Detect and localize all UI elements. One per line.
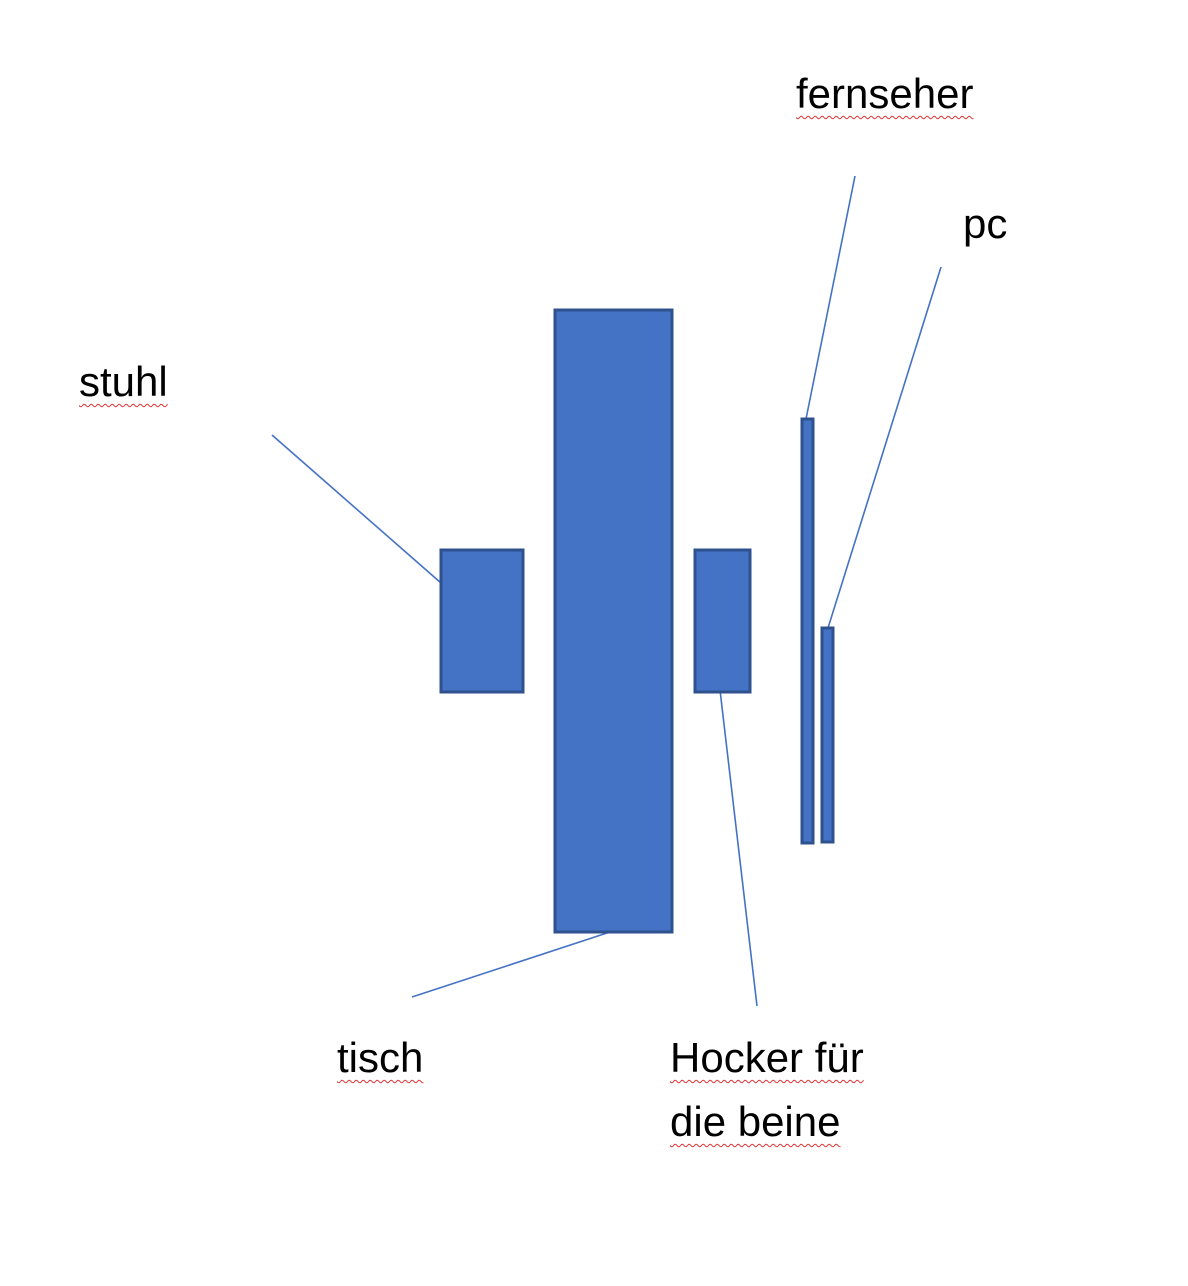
hocker-line-1: Hocker für <box>670 1026 864 1090</box>
hocker-text-1: Hocker für <box>670 1034 864 1081</box>
pc-text: pc <box>963 200 1008 247</box>
tisch-label: tisch <box>337 1026 423 1090</box>
pc-connector <box>827 266 942 629</box>
hocker-line-2: die beine <box>670 1090 864 1154</box>
hocker-label: Hocker für die beine <box>670 1026 864 1154</box>
stuhl-label: stuhl <box>79 350 168 414</box>
hocker-text-2: die beine <box>670 1098 841 1145</box>
fernseher-text: fernseher <box>796 70 974 117</box>
pc-rect <box>820 626 835 844</box>
tisch-rect <box>553 308 674 934</box>
hocker-connector <box>719 689 758 1007</box>
stuhl-connector <box>271 434 442 584</box>
fernseher-rect <box>800 417 815 845</box>
fernseher-label: fernseher <box>796 62 973 126</box>
pc-label: pc <box>963 192 1007 256</box>
fernseher-connector <box>805 175 856 420</box>
tisch-text: tisch <box>337 1034 424 1081</box>
stuhl-rect <box>439 548 525 694</box>
tisch-connector <box>411 931 611 998</box>
hocker-rect <box>693 548 752 694</box>
stuhl-text: stuhl <box>79 358 168 405</box>
